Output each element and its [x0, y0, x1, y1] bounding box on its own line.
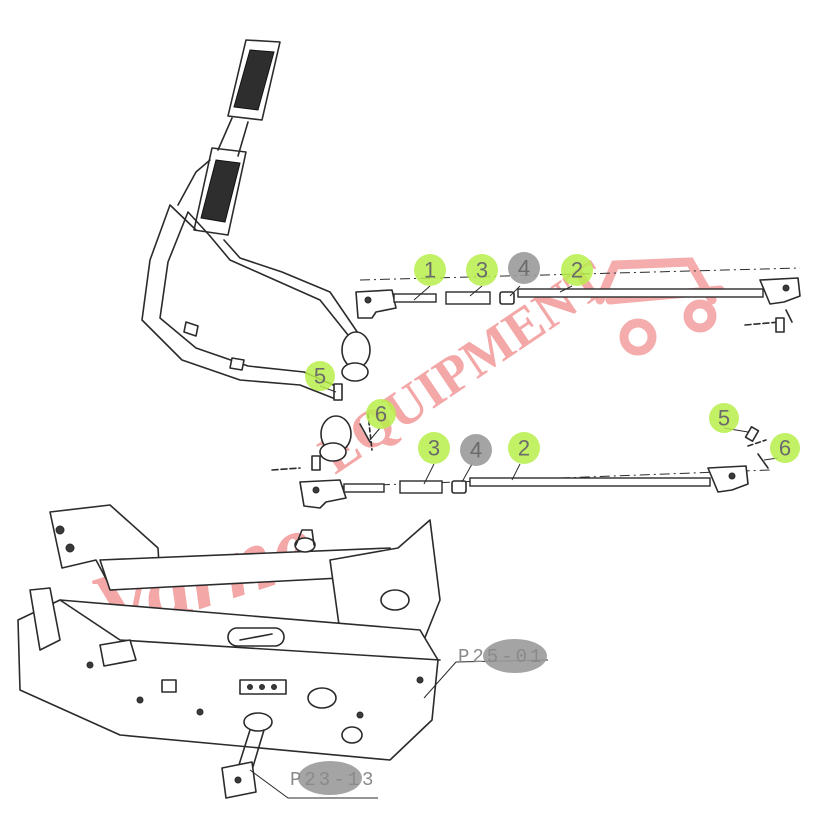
callout-6-left: 6: [366, 399, 396, 429]
callout-1-label: 1: [424, 258, 436, 283]
callout-6-left-label: 6: [375, 402, 387, 427]
callout-2-lower: 2: [508, 432, 540, 464]
lower-rod-assembly: [271, 426, 771, 509]
callout-3-lower-label: 3: [428, 436, 440, 461]
callout-2-upper-label: 2: [571, 258, 583, 283]
callout-4-lower: 4: [460, 434, 492, 466]
frame-reference: P25-01: [458, 646, 544, 668]
part-callouts: 1 3 4 2 5 6 3 4: [305, 252, 800, 466]
callout-4-lower-label: 4: [470, 438, 482, 463]
callout-5-right: 5: [709, 403, 739, 433]
callout-leaders: [319, 285, 779, 485]
shaft-ref-highlight: [298, 761, 362, 795]
callout-5-left: 5: [305, 361, 335, 391]
frame-ref-highlight: [483, 639, 547, 673]
callout-1: 1: [414, 254, 446, 286]
upper-rod-assembly: [355, 267, 801, 333]
callout-3-upper-label: 3: [476, 258, 488, 283]
callout-4-upper-label: 4: [518, 256, 530, 281]
shaft-reference: P23-13: [290, 769, 376, 791]
callout-5-left-label: 5: [314, 364, 326, 389]
tractor-logo-icon: [595, 257, 725, 356]
callout-4-upper: 4: [508, 252, 540, 284]
callout-3-upper: 3: [466, 254, 498, 286]
pivot-pin-parts: [333, 383, 373, 451]
callout-2-lower-label: 2: [518, 436, 530, 461]
callout-6-right-label: 6: [779, 436, 791, 461]
brake-pedal-assembly: [141, 39, 371, 462]
callout-6-right: 6: [770, 433, 800, 463]
callout-2-upper: 2: [561, 254, 593, 286]
pedal-frame: [17, 504, 549, 799]
callout-3-lower: 3: [418, 432, 450, 464]
reference-labels: P25-01 P23-13: [290, 639, 547, 795]
callout-5-right-label: 5: [718, 406, 730, 431]
